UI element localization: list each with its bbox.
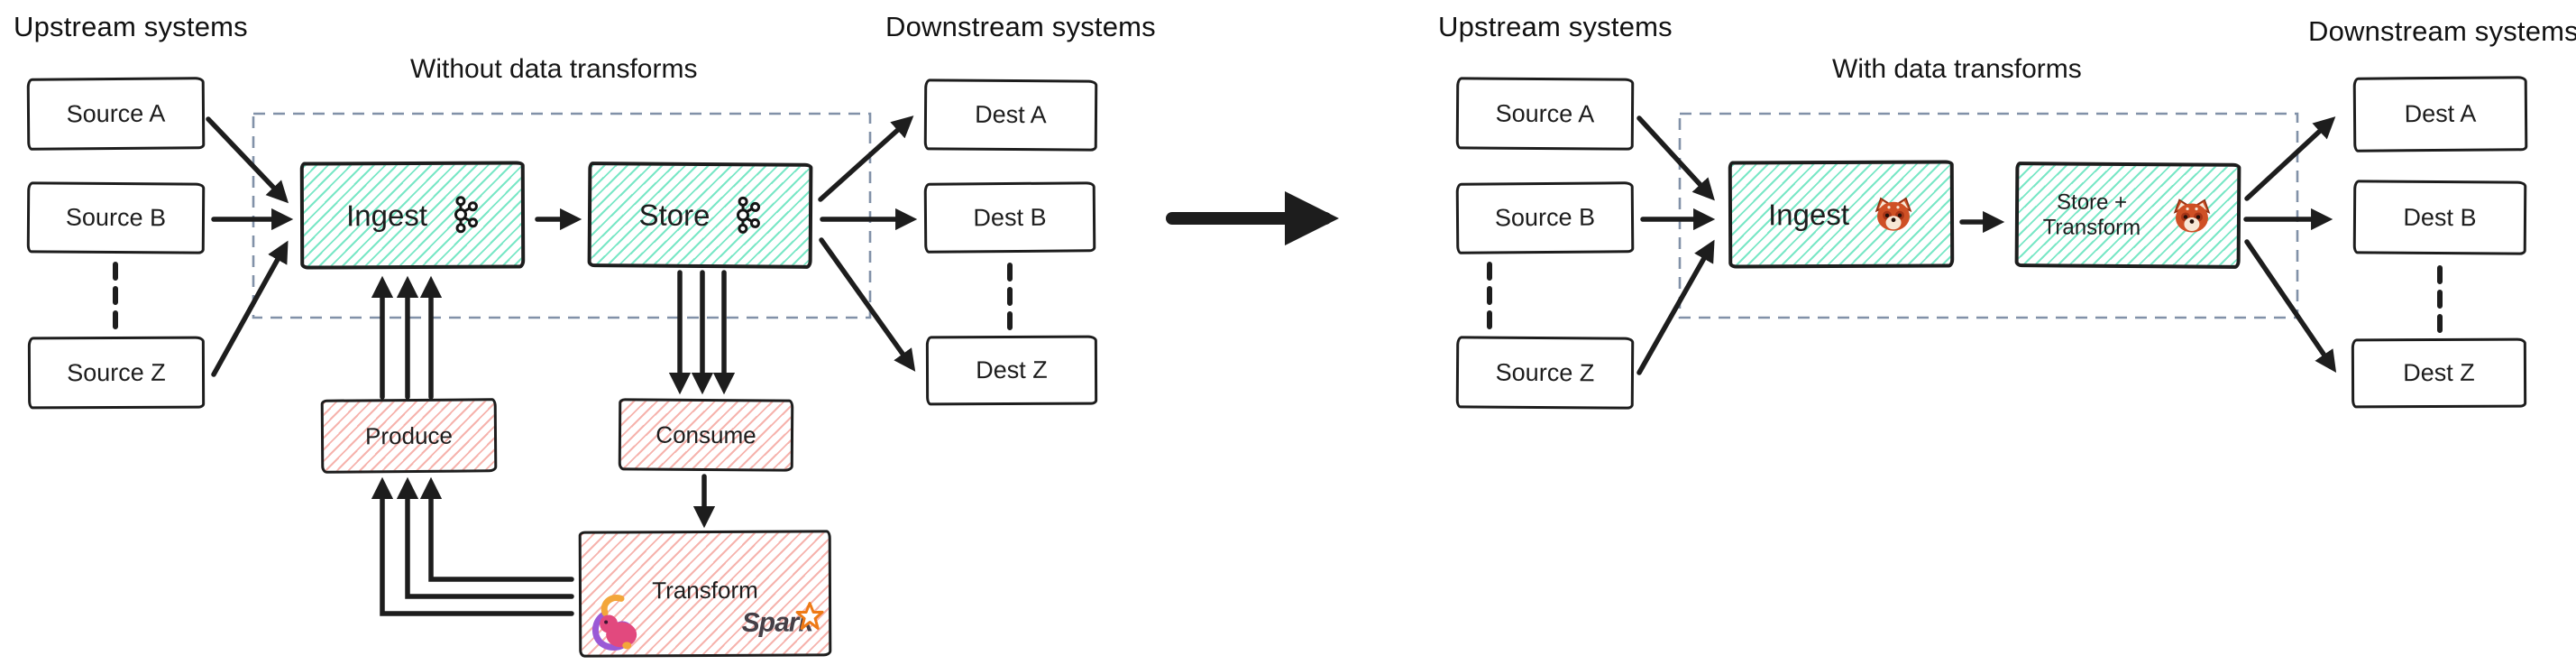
left-downstream-heading: Downstream systems: [885, 11, 1156, 42]
kafka-icon: [451, 196, 479, 235]
dest-box: Dest A: [2352, 76, 2528, 152]
source-label: Source A: [1495, 99, 1595, 127]
dest-box: Dest B: [2352, 180, 2527, 255]
store-box: Store: [587, 162, 813, 269]
arrow-sourceA-to-ingest: [206, 116, 289, 204]
source-box: Source Z: [1455, 336, 1635, 410]
source-label: Source Z: [1495, 358, 1595, 386]
ingest-label: Ingest: [345, 198, 428, 232]
source-label: Source B: [1494, 203, 1596, 232]
dest-label: Dest Z: [976, 356, 1048, 384]
kafka-icon: [733, 196, 761, 235]
store-label: Store: [638, 198, 710, 232]
store-transform-label: Store + Transform: [2043, 189, 2141, 241]
ellipsis-connectors: [113, 262, 2443, 333]
dest-box: Dest Z: [2351, 337, 2527, 409]
arrow-sourceA-to-ingest: [1636, 115, 1715, 201]
left-diagram-title: Without data transforms: [410, 54, 698, 84]
dest-label: Dest B: [2403, 203, 2477, 231]
arrow-sourceZ-to-ingest: [1636, 239, 1715, 375]
source-label: Source B: [65, 203, 167, 232]
arrow-storetransform-to-destA: [2244, 116, 2336, 201]
redpanda-icon: [1873, 196, 1914, 232]
dest-box: Dest B: [923, 181, 1096, 254]
dest-label: Dest A: [975, 100, 1047, 129]
store-transform-line1: Store +: [2056, 189, 2128, 215]
source-box: Source B: [1455, 181, 1635, 254]
right-upstream-heading: Upstream systems: [1438, 11, 1673, 42]
left-upstream-heading: Upstream systems: [14, 11, 248, 42]
source-box: Source A: [26, 77, 206, 151]
arrow-transform-to-produce: [371, 476, 574, 616]
dest-label: Dest B: [973, 203, 1047, 231]
store-transform-box: Store + Transform: [2014, 162, 2241, 269]
transform-box: Transform Spark: [578, 530, 832, 658]
source-box: Source B: [26, 181, 206, 254]
dest-label: Dest A: [2404, 99, 2477, 128]
produce-label: Produce: [364, 421, 454, 449]
dest-box: Dest A: [923, 79, 1098, 152]
arrow-storetransform-to-destZ: [2244, 239, 2337, 373]
right-downstream-heading: Downstream systems: [2308, 15, 2576, 47]
source-box: Source A: [1455, 77, 1635, 151]
consume-box: Consume: [618, 398, 794, 472]
source-label: Source A: [66, 99, 166, 127]
store-transform-line2: Transform: [2042, 214, 2141, 240]
arrow-store-to-destA: [818, 115, 914, 202]
source-label: Source Z: [67, 358, 166, 386]
flink-icon: [591, 587, 646, 651]
source-box: Source Z: [27, 336, 206, 410]
ingest-label: Ingest: [1767, 197, 1850, 231]
arrow-transform-to-produce: [396, 476, 574, 599]
consume-label: Consume: [655, 420, 756, 448]
ingest-box: Ingest: [1728, 160, 1955, 269]
dest-label: Dest Z: [2403, 358, 2475, 387]
ingest-box: Ingest: [299, 161, 526, 270]
produce-box: Produce: [320, 398, 498, 474]
redpanda-icon: [2171, 198, 2213, 234]
dest-box: Dest Z: [925, 335, 1098, 406]
arrow-sourceZ-to-ingest: [211, 240, 289, 377]
arrow-transform-to-produce: [419, 476, 574, 582]
right-diagram-title: With data transforms: [1832, 54, 2082, 84]
arrow-store-to-destZ: [819, 237, 916, 372]
spark-star-icon: [794, 601, 825, 632]
